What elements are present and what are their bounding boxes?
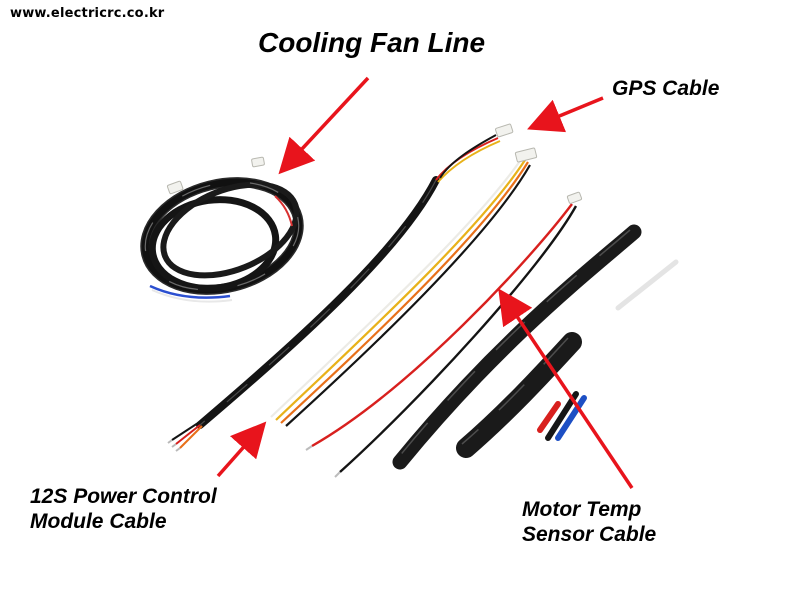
site-watermark: www.electricrc.co.kr bbox=[10, 6, 165, 21]
label-power-line-1: 12S Power Control bbox=[30, 485, 217, 508]
gps-cable bbox=[270, 147, 538, 427]
callout-arrows bbox=[216, 76, 634, 489]
arrow-cooling-fan bbox=[278, 76, 370, 175]
label-cooling-fan-line: Cooling Fan Line bbox=[258, 27, 486, 58]
motor-temp-sensor-cable bbox=[305, 191, 583, 478]
arrow-power-control bbox=[216, 421, 267, 478]
label-power-line-2: Module Cable bbox=[30, 510, 167, 534]
power-control-cable bbox=[167, 123, 514, 452]
label-motor-line-2: Sensor Cable bbox=[522, 523, 657, 547]
heat-shrink-tubes bbox=[392, 224, 679, 470]
label-motor-temp-sensor-cable: Motor Temp Sensor Cable bbox=[522, 497, 656, 547]
label-power-control-cable: 12S Power Control Module Cable bbox=[30, 484, 217, 534]
label-gps-cable: GPS Cable bbox=[612, 77, 720, 100]
cooling-fan-cable-coil bbox=[140, 156, 304, 303]
arrow-motor-temp bbox=[498, 288, 634, 489]
arrow-gps bbox=[527, 96, 604, 133]
label-motor-line-1: Motor Temp bbox=[522, 498, 642, 521]
